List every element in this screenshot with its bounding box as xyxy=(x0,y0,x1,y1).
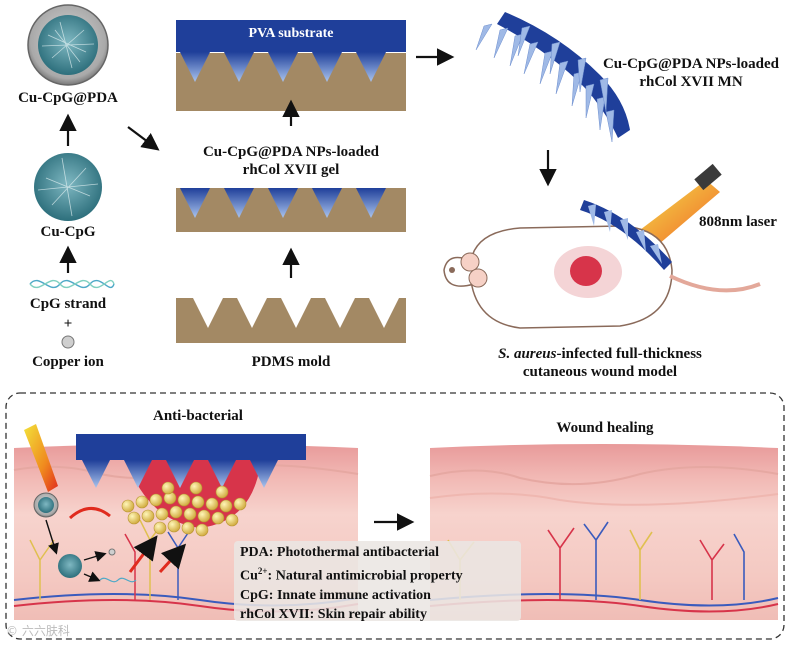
label-copper-ion: Copper ion xyxy=(32,354,104,370)
label-plus: + xyxy=(63,316,73,332)
cpg-strand-icon xyxy=(29,279,115,289)
label-wound-line2: cutaneous wound model xyxy=(522,364,678,380)
label-cu-cpg-pda: Cu-CpG@PDA xyxy=(18,90,118,106)
legend-pda: PDA: Photothermal antibacterial xyxy=(240,545,440,560)
middle-arrows xyxy=(282,48,455,278)
legend-cu-rest: : Natural antimicrobial property xyxy=(267,568,463,584)
label-gel-line1: Cu-CpG@PDA NPs-loaded xyxy=(202,144,380,160)
mouse-illustration xyxy=(443,200,761,329)
laser-device-icon xyxy=(632,163,722,250)
cu-cpg-pda-particle xyxy=(27,4,109,86)
label-anti-bacterial: Anti-bacterial xyxy=(153,408,243,424)
mechanism-panel xyxy=(5,392,785,640)
cu-cpg-particle xyxy=(34,153,102,221)
label-gel-line2: rhCol XVII gel xyxy=(242,162,340,178)
watermark: © 六六肤科 xyxy=(6,624,70,638)
microneedle-patch xyxy=(475,12,630,143)
legend-cu: Cu2+: Natural antimicrobial property xyxy=(240,562,515,586)
left-arrows xyxy=(59,113,160,273)
label-mn-line1: Cu-CpG@PDA NPs-loaded xyxy=(602,56,780,72)
label-mn-line2: rhCol XVII MN xyxy=(639,74,743,90)
legend-cpg: CpG: Innate immune activation xyxy=(240,587,431,603)
pdms-mold xyxy=(176,298,406,343)
label-wound-line1: S. aureus-infected full-thickness xyxy=(450,346,750,363)
copper-ion-icon xyxy=(61,335,75,349)
legend-box: PDA: Photothermal antibacterial Cu2+: Na… xyxy=(234,541,521,622)
legend-cu-prefix: Cu xyxy=(240,568,258,584)
label-wound-healing: Wound healing xyxy=(556,420,654,436)
label-pva-substrate: PVA substrate xyxy=(248,26,334,41)
legend-cu-sup: 2+ xyxy=(257,566,268,576)
label-laser: 808nm laser xyxy=(699,214,777,230)
label-wound-species: S. aureus xyxy=(498,346,557,362)
label-cu-cpg: Cu-CpG xyxy=(40,224,96,240)
gel-filled-mold xyxy=(176,188,406,232)
label-cpg-strand: CpG strand xyxy=(29,296,107,312)
legend-rhcol: rhCol XVII: Skin repair ability xyxy=(240,606,427,622)
label-wound-rest: -infected full-thickness xyxy=(556,346,702,362)
label-pdms-mold: PDMS mold xyxy=(251,354,331,370)
bacteria-cluster xyxy=(121,481,247,537)
